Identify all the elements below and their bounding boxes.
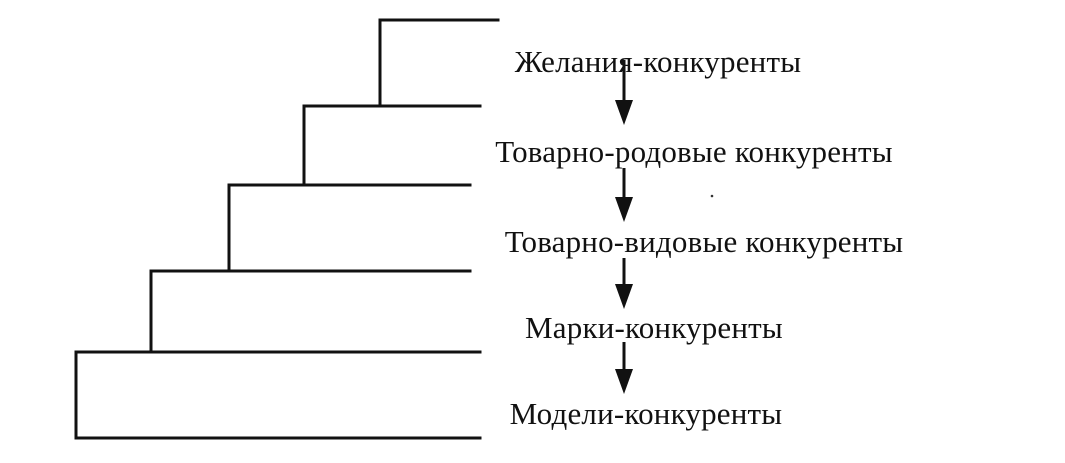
level-label-product-form: Товарно-видовые конкуренты bbox=[504, 224, 904, 259]
arrow-3 bbox=[615, 258, 633, 309]
arrow-2-head bbox=[615, 197, 633, 222]
arrow-3-head bbox=[615, 284, 633, 309]
arrow-4-head bbox=[615, 369, 633, 394]
level-label-generic: Товарно-родовые конкуренты bbox=[495, 134, 893, 169]
staircase-outline bbox=[74, 18, 500, 440]
arrow-1 bbox=[615, 60, 633, 125]
scan-speck bbox=[710, 194, 714, 198]
arrow-4 bbox=[615, 342, 633, 394]
arrow-1-head bbox=[615, 100, 633, 125]
level-label-wants: Желания-конкуренты bbox=[514, 44, 802, 79]
level-label-model: Модели-конкуренты bbox=[509, 396, 783, 431]
level-label-brand: Марки-конкуренты bbox=[525, 310, 783, 345]
arrow-2 bbox=[615, 168, 633, 222]
